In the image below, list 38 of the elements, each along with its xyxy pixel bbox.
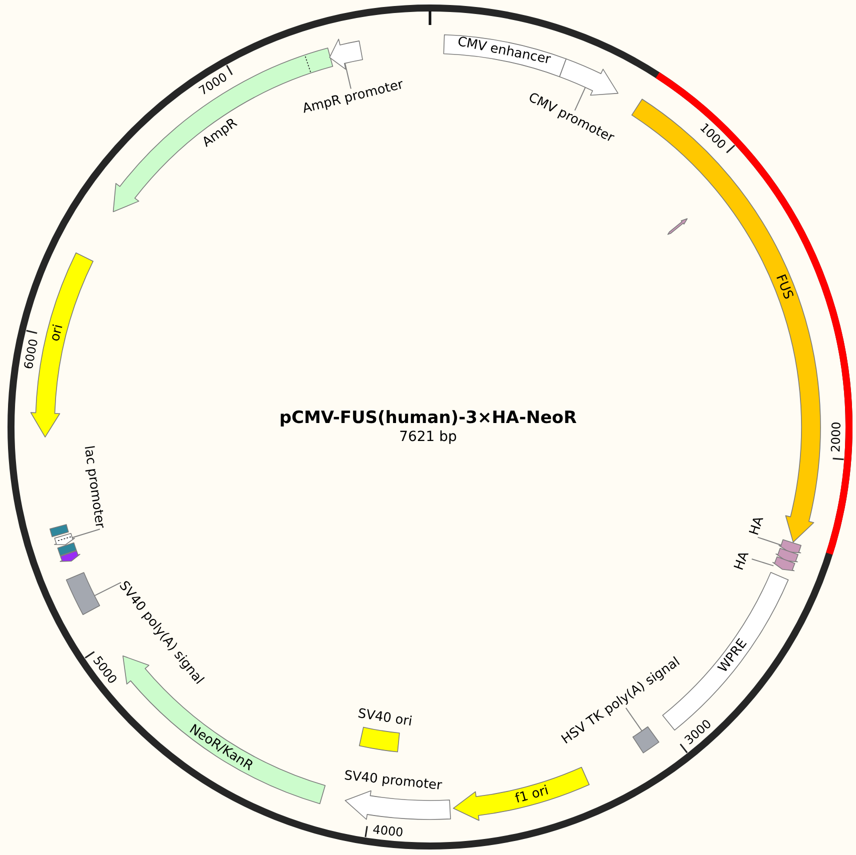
feature-name: FUS	[772, 272, 796, 302]
leader-line	[751, 558, 774, 566]
plasmid-name: pCMV-FUS(human)-3×HA-NeoR	[279, 408, 577, 428]
directional-feature	[630, 98, 822, 544]
feature-name: SV40 ori	[356, 706, 414, 730]
leader-line	[94, 582, 122, 596]
directional-feature	[666, 217, 689, 236]
feature-segment	[56, 541, 78, 557]
feature-segment	[631, 725, 660, 754]
tick-label: 2000	[828, 422, 844, 453]
leader-line	[574, 86, 586, 111]
directional-feature	[53, 532, 76, 546]
feature-name: ori	[47, 322, 66, 343]
feature-label: HA	[732, 550, 752, 572]
feature-name: SV40 promoter	[343, 768, 442, 794]
feature-label: lac promoter	[80, 444, 108, 530]
feature-segment	[65, 571, 101, 616]
leader-line	[625, 707, 642, 732]
feature-segment	[355, 705, 415, 753]
leader-line	[757, 536, 782, 546]
feature-name: CMV enhancer	[456, 34, 552, 68]
directional-feature	[342, 767, 452, 821]
feature-segment	[442, 33, 568, 78]
directional-feature	[774, 547, 800, 563]
feature-segment	[48, 523, 70, 538]
directional-feature	[558, 57, 620, 97]
directional-feature	[328, 38, 364, 71]
tick-label: 4000	[372, 822, 404, 840]
directional-feature	[59, 549, 81, 563]
leader-line	[72, 528, 100, 538]
directional-feature	[777, 538, 803, 554]
tick-label: 6000	[21, 337, 40, 370]
leader-line	[344, 62, 352, 90]
feature-label: HA	[746, 514, 768, 538]
directional-feature	[771, 555, 796, 572]
feature-name: f1 ori	[514, 783, 551, 807]
plasmid-size: 7621 bp	[399, 429, 457, 445]
directional-feature	[452, 766, 591, 822]
